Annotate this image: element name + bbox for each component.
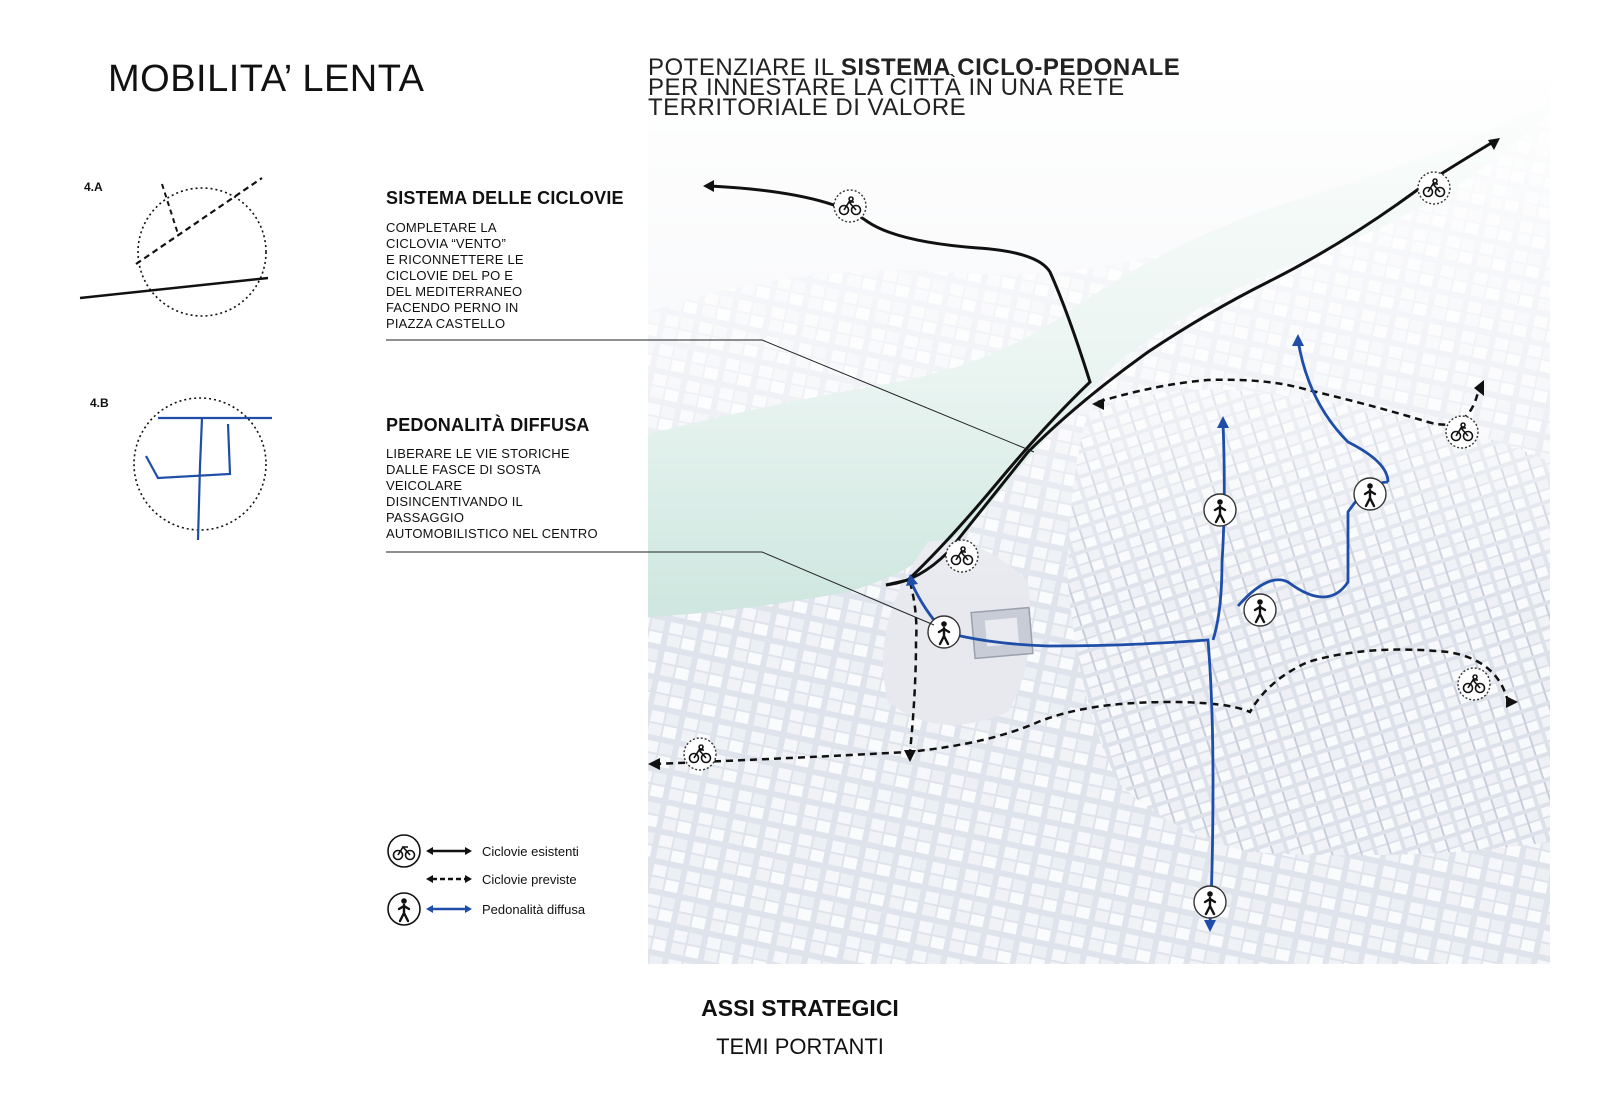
headline-line2: PER INNESTARE LA CITTÀ IN UNA RETE xyxy=(648,74,1125,101)
section-heading-pedonalita: PEDONALITÀ DIFFUSA xyxy=(386,415,590,435)
arrowhead xyxy=(1204,920,1216,932)
section-body-ciclovie: COMPLETARE LA CICLOVIA “VENTO” E RICONNE… xyxy=(386,220,524,331)
legend: Ciclovie esistenti Ciclovie previste Ped… xyxy=(386,834,586,926)
bicycle-icon xyxy=(683,737,717,771)
pedestrian-icon xyxy=(387,892,421,926)
arrowhead xyxy=(703,180,714,192)
cycle-routes-planned xyxy=(653,378,1510,766)
legend-label-existing: Ciclovie esistenti xyxy=(482,843,579,859)
city-map xyxy=(648,62,1550,964)
legend-row-planned: Ciclovie previste xyxy=(386,864,585,894)
arrowhead xyxy=(1292,334,1304,346)
headline-line3: TERRITORIALE DI VALORE xyxy=(648,94,967,121)
diagram-4b xyxy=(133,397,272,541)
headline: POTENZIARE IL SISTEMA CICLO-PEDONALE PER… xyxy=(648,56,1180,121)
legend-row-existing: Ciclovie esistenti xyxy=(386,834,585,868)
headline-line1-prefix: POTENZIARE IL xyxy=(648,54,841,81)
arrowhead xyxy=(1506,696,1518,708)
pedestrian-icon xyxy=(927,615,961,649)
legend-line-planned xyxy=(426,875,472,883)
pedestrian-icon xyxy=(1243,593,1277,627)
bicycle-icon xyxy=(833,189,867,223)
legend-line-pedestrian xyxy=(426,905,472,913)
bicycle-icon xyxy=(1445,415,1479,449)
bicycle-icon xyxy=(1417,171,1451,205)
diagram-label-4a: 4.A xyxy=(84,180,103,194)
footer-subtitle: TEMI PORTANTI xyxy=(716,1034,884,1059)
arrowhead xyxy=(1488,138,1500,150)
bicycle-icon xyxy=(387,834,421,868)
pedestrian-icon xyxy=(1193,885,1227,919)
bicycle-icon xyxy=(945,539,979,573)
pedestrian-icon xyxy=(1353,477,1387,511)
footer: ASSI STRATEGICI TEMI PORTANTI xyxy=(700,995,900,1060)
legend-label-pedestrian: Pedonalità diffusa xyxy=(482,901,586,917)
arrowhead xyxy=(1474,380,1484,396)
pedestrian-icon xyxy=(1203,493,1237,527)
bicycle-icon xyxy=(1457,667,1491,701)
section-body-pedonalita: LIBERARE LE VIE STORICHE DALLE FASCE DI … xyxy=(386,446,598,541)
footer-title: ASSI STRATEGICI xyxy=(701,995,899,1021)
legend-label-planned: Ciclovie previste xyxy=(482,871,577,887)
diagram-4a xyxy=(79,177,269,317)
headline-line1-bold: SISTEMA CICLO-PEDONALE xyxy=(840,54,1181,81)
legend-row-pedestrian: Pedonalità diffusa xyxy=(386,892,586,926)
arrowhead xyxy=(1092,398,1104,410)
diagram-label-4b: 4.B xyxy=(90,396,109,410)
arrowhead xyxy=(1217,416,1229,428)
arrowhead xyxy=(648,758,660,770)
arrowhead xyxy=(904,750,916,762)
section-heading-ciclovie: SISTEMA DELLE CICLOVIE xyxy=(386,188,624,208)
page-title: MOBILITA’ LENTA xyxy=(108,58,425,100)
legend-line-existing xyxy=(426,847,472,855)
